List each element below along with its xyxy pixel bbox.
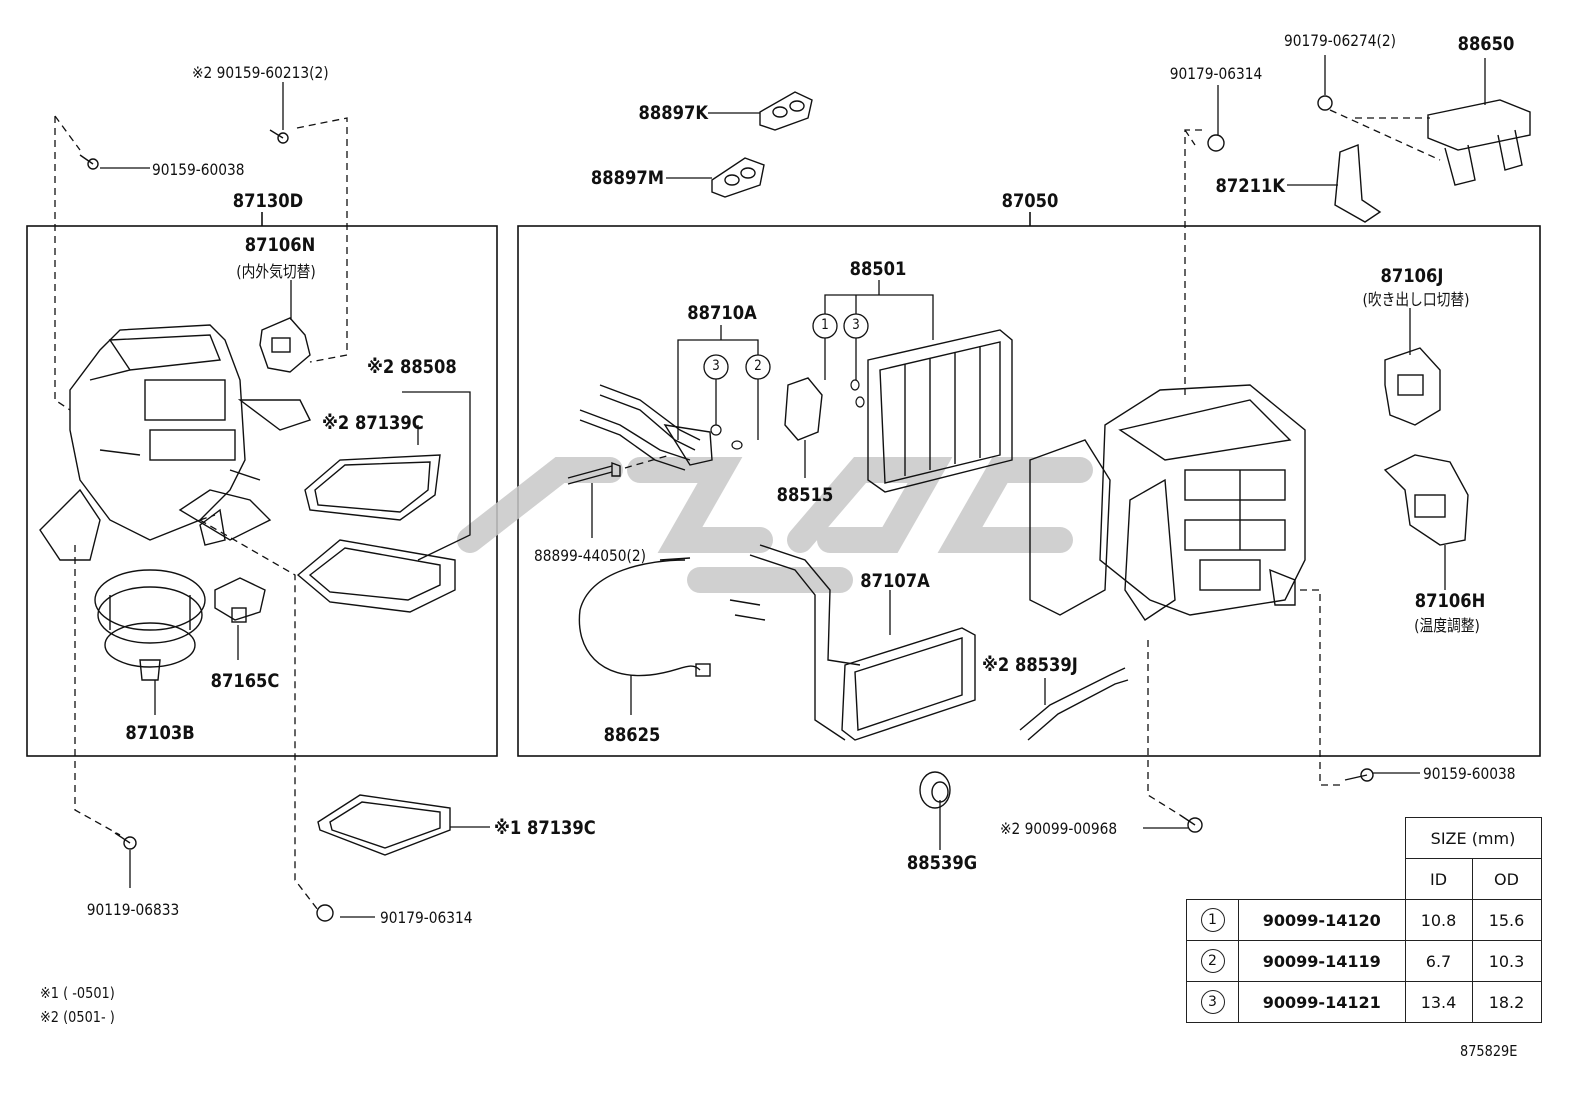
note-87106H: (温度調整) <box>1414 616 1480 635</box>
label-87165C: 87165C <box>210 670 280 692</box>
label-88897M: 88897M <box>590 167 664 189</box>
label-87107A: 87107A <box>860 570 930 592</box>
ecu-88650 <box>1427 99 1531 186</box>
label-87139C-upper: ※2 87139C <box>322 412 424 434</box>
row-ref-circle: 3 <box>1200 990 1225 1014</box>
row-ref-circle: 2 <box>1200 949 1225 973</box>
blower-motor-87103B <box>94 569 206 681</box>
hose-88539J <box>1019 667 1129 741</box>
label-87139C-lower: ※1 87139C <box>494 817 596 839</box>
bolts-left <box>79 129 334 922</box>
actuator-87106N <box>259 317 311 373</box>
size-table-row: 3 90099-14121 13.4 18.2 <box>1186 981 1542 1023</box>
size-table-header: SIZE (mm) <box>1404 817 1542 859</box>
row-part-number: 90099-14121 <box>1238 981 1406 1023</box>
actuator-87106J <box>1384 347 1441 426</box>
row-ref-circle: 1 <box>1200 908 1225 932</box>
label-90159-60038-bottom: 90159-60038 <box>1423 764 1516 783</box>
nuts-top-right <box>1207 95 1333 152</box>
row-od: 10.3 <box>1471 940 1542 982</box>
label-90099-00968: ※2 90099-00968 <box>1000 819 1118 838</box>
footnote-2: ※2 (0501- ) <box>40 1008 115 1026</box>
row-part-number: 90099-14120 <box>1238 899 1406 941</box>
diagram-id: 875829E <box>1460 1042 1518 1060</box>
label-88897K: 88897K <box>638 102 708 124</box>
label-88539G: 88539G <box>906 852 978 874</box>
row-part-number: 90099-14119 <box>1238 940 1406 982</box>
row-od: 18.2 <box>1471 981 1542 1023</box>
label-88539J: ※2 88539J <box>982 654 1078 676</box>
bracket-87211K <box>1334 144 1382 223</box>
filter-case-88508 <box>296 539 456 613</box>
label-87103B: 87103B <box>125 722 195 744</box>
hvac-case-drawing <box>1029 384 1306 621</box>
blower-case-drawing <box>39 324 311 561</box>
watermark-logo <box>457 457 1093 593</box>
bolt-88899-44050 <box>567 461 621 485</box>
grommet-88539G <box>919 771 951 809</box>
row-id: 13.4 <box>1404 981 1473 1023</box>
label-88625: 88625 <box>603 724 661 746</box>
label-88899-44050: 88899-44050(2) <box>533 546 647 565</box>
label-87050: 87050 <box>1001 190 1059 212</box>
row-od: 15.6 <box>1471 899 1542 941</box>
row-id: 6.7 <box>1404 940 1473 982</box>
callout-3-pipe: 3 <box>712 358 720 374</box>
label-87211K: 87211K <box>1215 175 1285 197</box>
callout-1-evaporator: 1 <box>821 317 829 333</box>
label-87106H: 87106H <box>1414 590 1486 612</box>
size-table: SIZE (mm) ID OD 1 90099-14120 10.8 15.6 … <box>1186 817 1542 1023</box>
label-90159-60213: ※2 90159-60213(2) <box>192 63 329 82</box>
callout-2-pipe: 2 <box>754 358 762 374</box>
footnote-1: ※1 ( -0501) <box>40 984 115 1002</box>
label-90179-06314-top: 90179-06314 <box>1169 64 1263 83</box>
size-table-col-id: ID <box>1404 858 1473 900</box>
thermistor-88625 <box>578 557 711 677</box>
label-90179-06314-bottom: 90179-06314 <box>380 908 473 927</box>
label-90119-06833: 90119-06833 <box>86 900 180 919</box>
size-table-row: 2 90099-14119 6.7 10.3 <box>1186 940 1542 982</box>
label-88515: 88515 <box>776 484 834 506</box>
note-87106N: (内外気切替) <box>236 262 316 281</box>
heater-core-87107A <box>729 544 976 741</box>
label-90159-60038-top: 90159-60038 <box>152 160 245 179</box>
actuator-87106H <box>1383 454 1469 546</box>
grommet-88897M <box>711 157 765 198</box>
pipe-88710A <box>579 384 713 471</box>
expansion-valve-88515 <box>784 377 823 441</box>
filter-87139C-b <box>317 794 451 856</box>
label-87130D: 87130D <box>232 190 304 212</box>
filter-87139C-a <box>304 454 441 521</box>
grommet-88897K <box>759 91 813 131</box>
callout-3-evaporator: 3 <box>852 317 860 333</box>
label-87106J: 87106J <box>1380 265 1444 287</box>
bolts-bottom-right <box>1179 768 1374 833</box>
row-id: 10.8 <box>1404 899 1473 941</box>
label-87106N: 87106N <box>244 234 316 256</box>
size-table-col-od: OD <box>1471 858 1542 900</box>
label-88710A: 88710A <box>687 302 757 324</box>
resistor-87165C <box>214 577 266 623</box>
size-table-row: 1 90099-14120 10.8 15.6 <box>1186 899 1542 941</box>
label-90179-06274: 90179-06274(2) <box>1283 31 1397 50</box>
label-88650: 88650 <box>1457 33 1515 55</box>
note-87106J: (吹き出し口切替) <box>1362 290 1470 309</box>
label-88501: 88501 <box>849 258 907 280</box>
label-88508: ※2 88508 <box>367 356 457 378</box>
evaporator-88501 <box>867 329 1013 493</box>
